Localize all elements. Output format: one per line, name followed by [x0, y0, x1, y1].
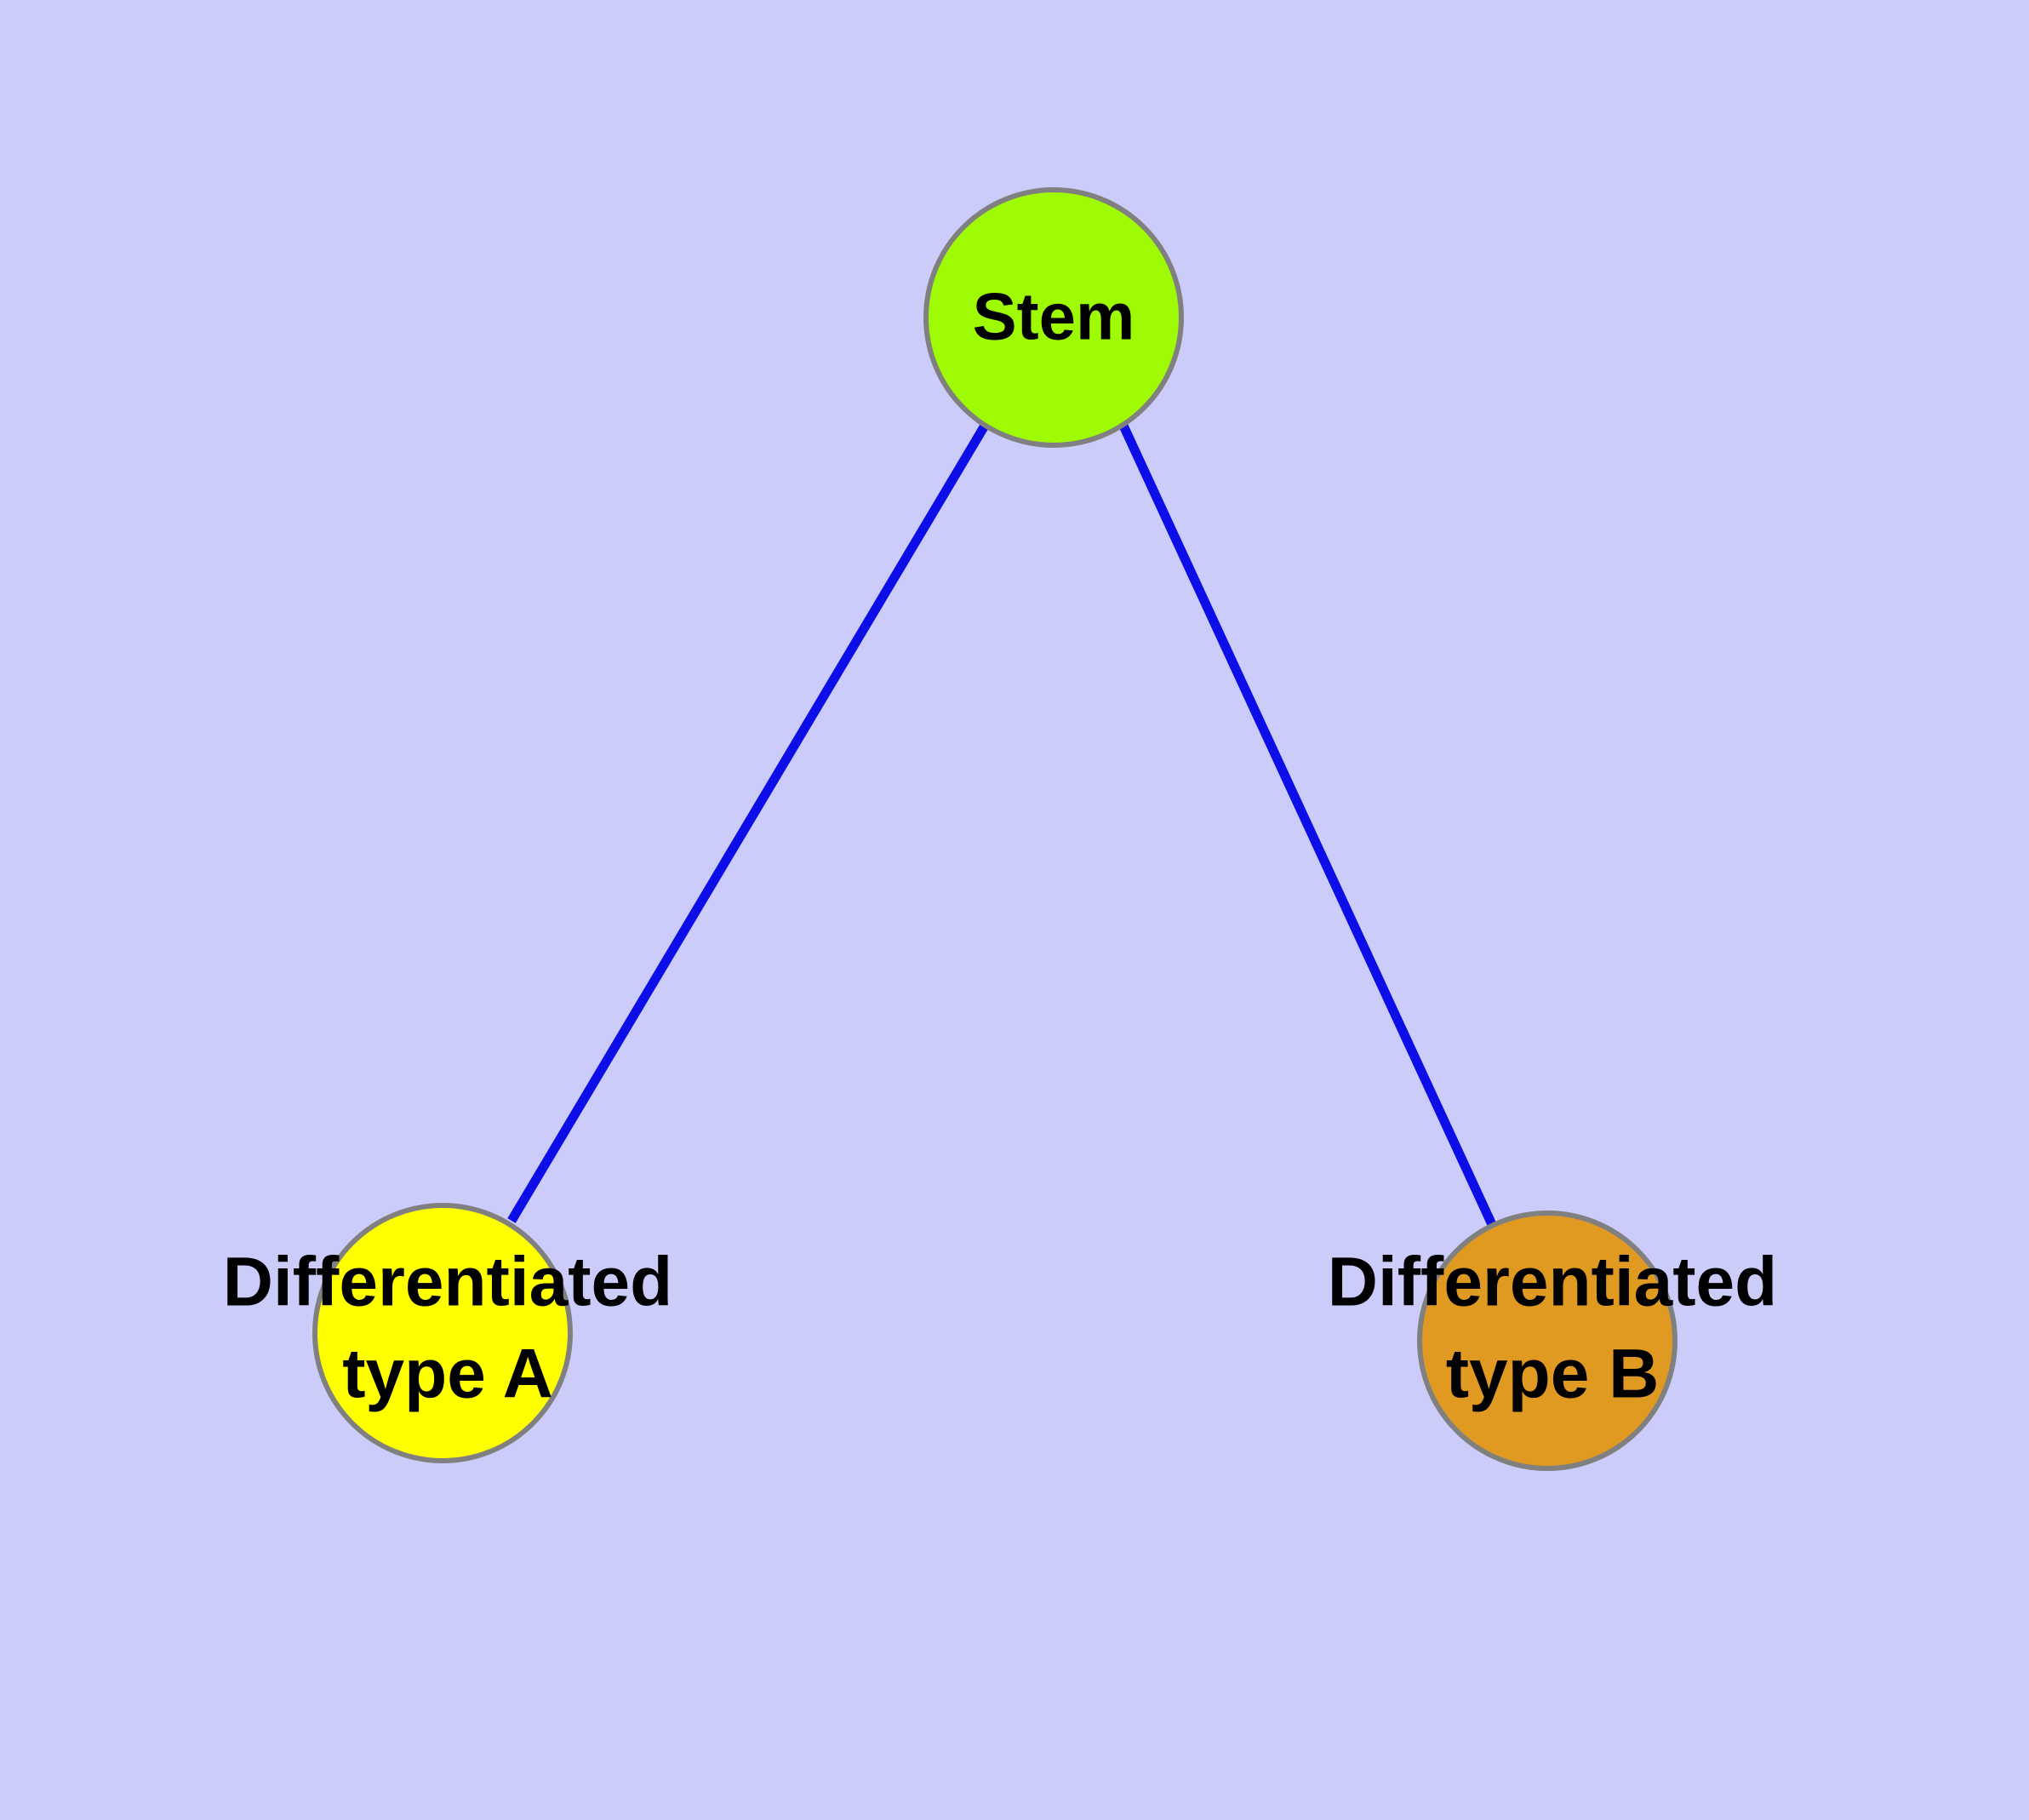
node-diff-a-label-line2: type A [342, 1336, 553, 1413]
label-group-diff-a: Differentiated type A [223, 1244, 673, 1413]
label-group-diff-b: Differentiated type B [1328, 1244, 1778, 1413]
node-diff-b[interactable] [1417, 1210, 1677, 1471]
node-diff-b-circle[interactable] [1417, 1210, 1677, 1471]
node-stem-circle[interactable] [923, 187, 1184, 448]
edge-stem-to-diff-b[interactable] [1119, 423, 1499, 1233]
node-diff-b-label-line2: type B [1446, 1336, 1660, 1413]
node-diff-a-label-line1: Differentiated [223, 1244, 673, 1321]
edge-group [507, 423, 1499, 1233]
node-stem-label: Stem [973, 279, 1135, 354]
node-diff-b-label-line1: Differentiated [1328, 1244, 1778, 1321]
node-diff-a[interactable] [312, 1203, 573, 1463]
node-diff-a-circle[interactable] [312, 1203, 573, 1463]
node-stem[interactable]: Stem [923, 187, 1184, 448]
edge-stem-to-diff-a[interactable] [507, 423, 989, 1223]
